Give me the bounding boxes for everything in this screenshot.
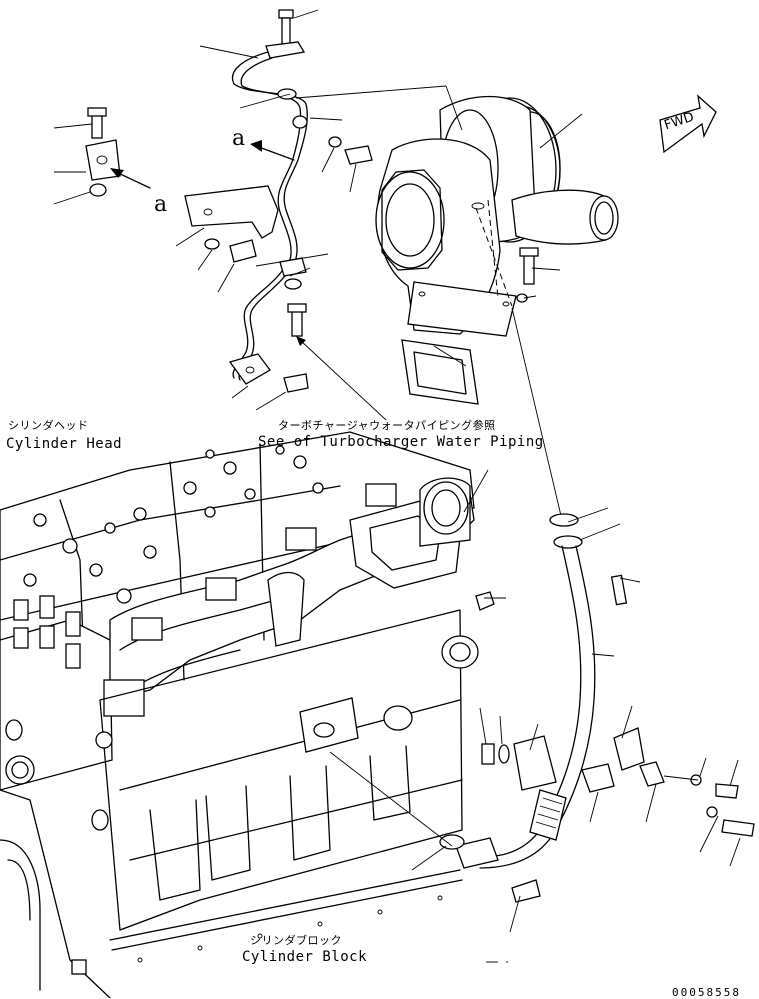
cylinder-block-label-en: Cylinder Block <box>242 949 368 965</box>
cylinder-head-label-jp: シリンダヘッド <box>8 419 89 432</box>
exhaust-manifold <box>103 477 475 717</box>
detail-a-bracket <box>85 107 151 197</box>
oil-supply-pipe <box>184 9 308 385</box>
cylinder-block-label-jp: シリンダブロック <box>250 934 342 947</box>
cylinder-head-label-en: Cylinder Head <box>6 436 123 452</box>
water-piping-ref-label-en: See of Turbocharger Water Piping <box>258 434 544 450</box>
view-a-label-lower: a <box>154 192 168 217</box>
fwd-arrow-icon <box>659 94 717 154</box>
turbo-gasket <box>401 339 479 405</box>
leader-lines <box>53 9 741 963</box>
water-piping-ref-label-jp: ターボチャージャウォータパイピング参照 <box>278 419 496 432</box>
turbo-stud-bolt <box>516 247 539 303</box>
head-bolt-holes <box>23 445 324 604</box>
turbocharger <box>375 95 619 337</box>
manifold-nut <box>475 591 495 611</box>
oil-drain-pipe <box>439 513 596 869</box>
drawing-number: 00058558 <box>672 986 741 999</box>
cylinder-block <box>0 609 479 998</box>
view-a-label-upper: a <box>232 126 246 151</box>
drain-pipe-hardware <box>481 574 755 903</box>
cylinder-head-assembly <box>0 431 475 791</box>
pipe-fasteners <box>204 136 373 393</box>
